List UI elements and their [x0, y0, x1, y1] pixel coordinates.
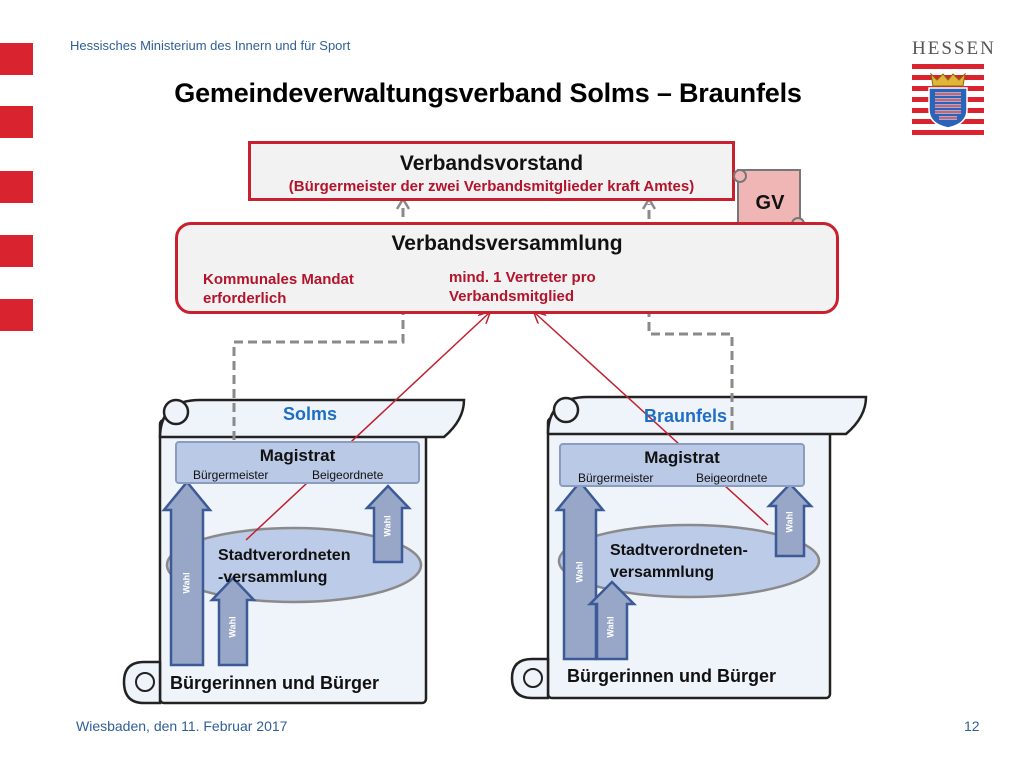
decorative-bar — [0, 235, 33, 267]
braunfels-council-to-assembly-arrow — [535, 313, 769, 526]
braunfels-citizens: Bürgerinnen und Bürger — [567, 666, 777, 686]
solms-wahl-arrow-council — [209, 576, 257, 667]
solms-council-label: Stadtverordneten -versammlung — [218, 547, 351, 586]
decorative-bar — [0, 106, 33, 138]
verbandsversammlung-box: Verbandsversammlung — [175, 222, 839, 314]
braunfels-aldermen-label: Beigeordnete — [696, 471, 768, 485]
braunfels-wahl-arrow-council — [586, 580, 638, 661]
verbandsvorstand-box: Verbandsvorstand (Bürgermeister der zwei… — [248, 141, 735, 201]
decorative-bar — [0, 299, 33, 331]
page-title: Gemeindeverwaltungsverband Solms – Braun… — [174, 78, 802, 108]
solms-wahl-arrow-mayor — [161, 480, 213, 667]
coat-of-arms-icon — [928, 72, 968, 129]
braunfels-mayor-label: Bürgermeister — [578, 471, 654, 485]
board-title: Verbandsvorstand — [399, 152, 584, 175]
decorative-bar — [0, 171, 33, 203]
braunfels-wahl-label-mayor: Wahl — [574, 561, 585, 583]
assembly-note-right: mind. 1 Vertreter pro Verbandsmitglied — [449, 269, 596, 305]
solms-magistrat-box: Magistrat — [175, 441, 420, 484]
solms-wahl-arrow-aldermen — [364, 484, 412, 564]
assembly-note-left: Kommunales Mandat erforderlich — [203, 271, 354, 307]
braunfels-magistrat-title: Magistrat — [644, 448, 720, 467]
braunfels-council-ellipse — [557, 523, 821, 599]
solms-wahl-label-council: Wahl — [227, 616, 238, 638]
braunfels-name: Braunfels — [644, 406, 728, 426]
solms-wahl-label-mayor: Wahl — [181, 572, 192, 594]
hessen-logo-text: HESSEN — [912, 38, 996, 59]
gv-scroll-icon — [733, 169, 805, 231]
solms-council-to-assembly-arrow — [245, 313, 489, 541]
braunfels-magistrat-box: Magistrat — [559, 443, 805, 487]
braunfels-wahl-label-council: Wahl — [605, 616, 616, 638]
solms-wahl-label-aldermen: Wahl — [382, 515, 393, 537]
braunfels-wahl-label-aldermen: Wahl — [784, 511, 795, 533]
solms-name: Solms — [283, 404, 338, 424]
solms-aldermen-label: Beigeordnete — [312, 468, 384, 482]
assembly-title: Verbandsversammlung — [391, 232, 623, 255]
braunfels-council-label: Stadtverordneten- versammlung — [610, 542, 748, 581]
page-number: 12 — [964, 718, 980, 734]
braunfels-wahl-arrow-aldermen — [766, 482, 814, 558]
decorative-bar — [0, 43, 33, 75]
board-subtitle: (Bürgermeister der zwei Verbandsmitglied… — [288, 178, 695, 195]
solms-mayor-label: Bürgermeister — [193, 468, 269, 482]
ministry-name: Hessisches Ministerium des Innern und fü… — [70, 38, 351, 53]
gv-label: GV — [755, 192, 785, 214]
solms-citizens: Bürgerinnen und Bürger — [170, 673, 380, 693]
solms-magistrat-title: Magistrat — [259, 446, 336, 465]
footer-place-date: Wiesbaden, den 11. Februar 2017 — [76, 718, 288, 734]
